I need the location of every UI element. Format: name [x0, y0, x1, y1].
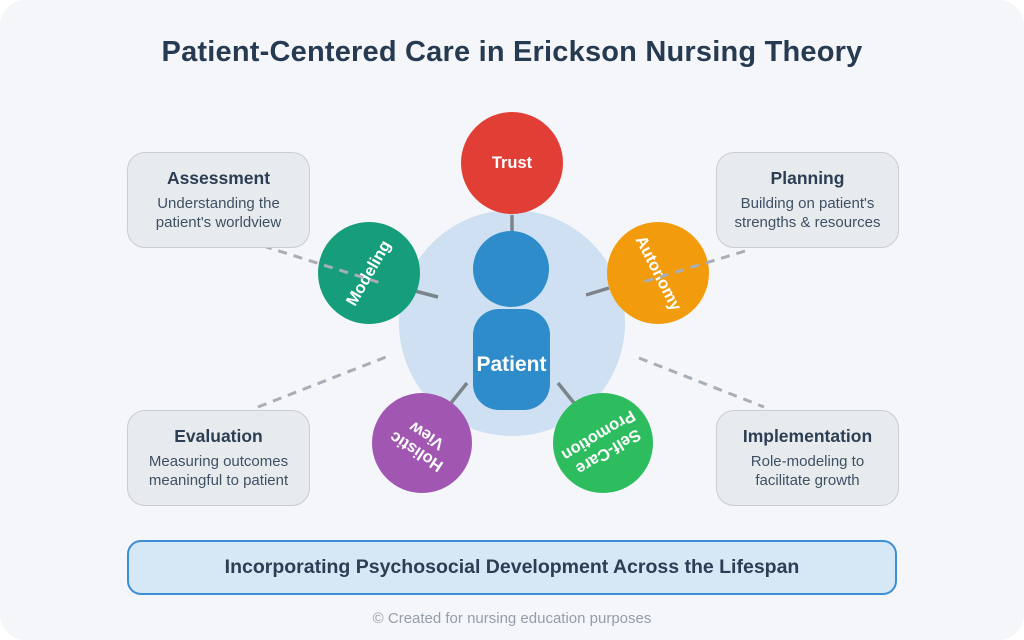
circle-trust: Trust [461, 112, 563, 214]
patient-body: Patient [473, 309, 550, 410]
implementation-box-desc: Role-modeling to facilitate growth [750, 452, 865, 490]
circle-autonomy-label: Autonomy [631, 232, 685, 314]
circle-holistic-view: Holistic View [372, 393, 472, 493]
evaluation-box-desc: Measuring outcomes meaningful to patient [148, 452, 289, 490]
implementation-box: Implementation Role-modeling to facilita… [716, 410, 899, 506]
circle-holistic-view-label: Holistic View [386, 417, 448, 476]
circle-modeling: Modeling [318, 222, 420, 324]
evaluation-box-title: Evaluation [174, 425, 263, 446]
footer-credit: © Created for nursing education purposes [372, 610, 652, 627]
patient-label: Patient [476, 352, 547, 376]
circle-self-care-promotion-label: Self-Care Promotion [558, 406, 644, 478]
circle-trust-label: Trust [491, 153, 533, 172]
assessment-box: Assessment Understanding the patient's w… [127, 152, 310, 248]
lifespan-banner-text: Incorporating Psychosocial Development A… [224, 556, 800, 578]
circle-modeling-label: Modeling [342, 236, 395, 309]
circle-self-care-promotion: Self-Care Promotion [553, 393, 653, 493]
page-title: Patient-Centered Care in Erickson Nursin… [161, 36, 863, 68]
planning-box: Planning Building on patient's strengths… [716, 152, 899, 248]
evaluation-dashed-line [257, 355, 387, 409]
planning-box-title: Planning [770, 167, 845, 188]
lifespan-banner: Incorporating Psychosocial Development A… [127, 540, 897, 595]
assessment-box-desc: Understanding the patient's worldview [155, 194, 282, 232]
implementation-box-title: Implementation [742, 425, 873, 446]
implementation-dashed-line [638, 356, 765, 409]
patient-head-icon [473, 231, 549, 307]
circle-autonomy: Autonomy [607, 222, 709, 324]
planning-box-desc: Building on patient's strengths & resour… [734, 194, 881, 232]
assessment-box-title: Assessment [166, 167, 271, 188]
evaluation-box: Evaluation Measuring outcomes meaningful… [127, 410, 310, 506]
